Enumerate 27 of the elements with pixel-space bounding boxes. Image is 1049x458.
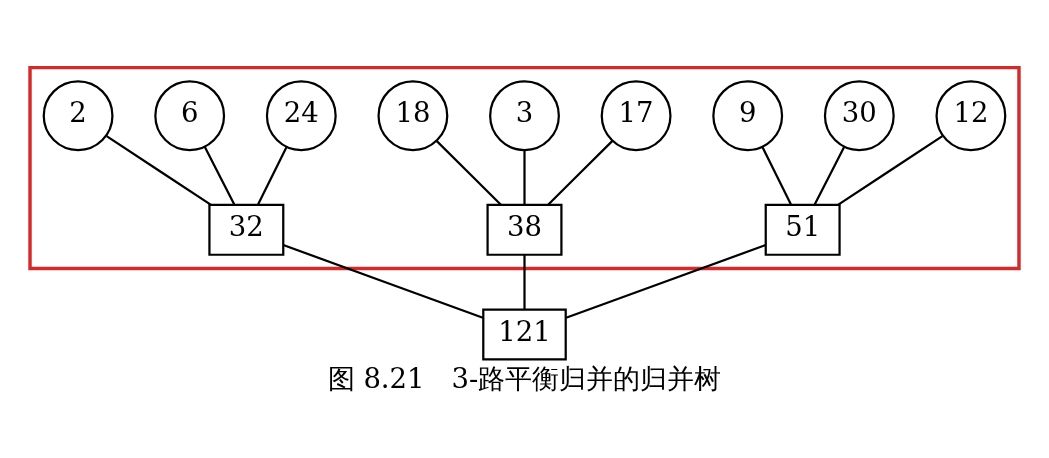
node-circle: 30	[823, 80, 895, 152]
node-box: 51	[764, 203, 841, 256]
node-box: 38	[486, 203, 563, 256]
connector	[435, 140, 502, 206]
node-box: 32	[208, 203, 285, 256]
node-circle: 9	[712, 80, 784, 152]
node-box: 121	[482, 308, 567, 361]
connector	[813, 146, 846, 205]
node-circle: 12	[935, 80, 1007, 152]
connector	[106, 135, 212, 206]
connector	[523, 150, 526, 205]
node-circle: 24	[265, 80, 337, 152]
connector	[257, 146, 288, 205]
node-circle: 3	[489, 80, 560, 152]
connector	[203, 146, 236, 205]
caption: 图 8.21 3-路平衡归并的归并树	[327, 363, 722, 395]
node-circle: 6	[154, 80, 226, 152]
connector	[565, 243, 767, 319]
cluster	[28, 65, 1021, 271]
connector	[761, 146, 792, 205]
node-circle: 2	[42, 80, 114, 152]
connector	[837, 135, 943, 206]
connector	[523, 255, 526, 310]
node-circle: 17	[600, 80, 672, 152]
connector	[282, 243, 484, 319]
node-circle: 18	[377, 80, 449, 152]
connector	[547, 140, 614, 206]
